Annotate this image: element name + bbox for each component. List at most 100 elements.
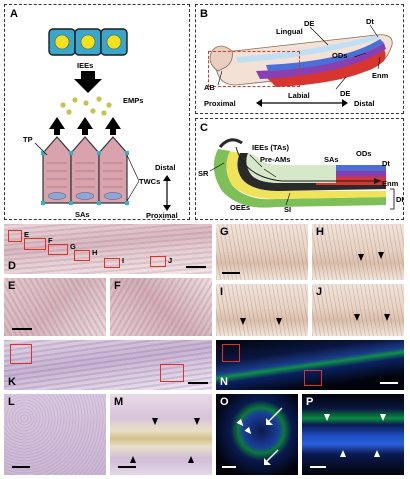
panel-o-micrograph: O [216, 394, 298, 475]
panel-n-micrograph: N [216, 340, 404, 390]
panel-d-micrograph: D E F G H I J [4, 224, 212, 274]
panel-label-n: N [220, 376, 228, 388]
panel-a-diagram [34, 28, 171, 211]
iee-cells [48, 28, 128, 56]
up-arrow-icon-1 [49, 117, 65, 135]
tp-cells [42, 136, 128, 204]
roi-label-g: G [70, 242, 76, 251]
scale-bar-d [186, 266, 206, 268]
arrowhead-icon-h2 [378, 252, 384, 259]
roi-label-f: F [48, 236, 53, 245]
panel-label-c: C [200, 122, 208, 134]
label-sr: SR [198, 169, 209, 178]
arrowhead-icon-m4 [188, 456, 194, 463]
arrowhead-icon-p3 [340, 450, 346, 457]
label-iees-tas: IEEs (TAs) [252, 143, 289, 152]
panel-label-b: B [200, 8, 208, 20]
roi-label-i: I [122, 256, 125, 265]
label-de-2: DE [340, 89, 351, 98]
panel-h-micrograph: H [312, 224, 404, 280]
panel-label-j: J [316, 286, 323, 298]
panel-g-micrograph: G [216, 224, 308, 280]
iee-nucleus-3 [106, 34, 122, 50]
arrowhead-icon-i1 [240, 318, 246, 325]
roi-label-h: H [92, 248, 98, 257]
roi-box-f [24, 238, 46, 250]
label-lingual: Lingual [276, 27, 303, 36]
panel-label-e: E [8, 280, 16, 292]
panel-label-i: I [220, 286, 224, 298]
label-proximal: Proximal [146, 211, 178, 220]
label-tp: TP [23, 135, 33, 144]
scale-bar-k [188, 382, 208, 384]
iee-nucleus-1 [54, 34, 70, 50]
scale-bar-g [222, 272, 240, 274]
roi-label-j: J [168, 256, 173, 265]
label-iees: IEEs [77, 61, 94, 70]
panel-label-o: O [220, 396, 229, 408]
scale-bar-m [118, 466, 136, 468]
label-de: DE [304, 19, 315, 28]
panel-label-m: M [114, 396, 124, 408]
panel-label-k: K [8, 376, 16, 388]
roi-label-e: E [24, 230, 30, 239]
label-distal-b: Distal [354, 99, 375, 108]
label-distal: Distal [155, 163, 176, 172]
roi-box-e [8, 230, 22, 242]
scale-bar-l [12, 466, 30, 468]
label-sas: SAs [75, 210, 90, 219]
scale-bar-n [380, 382, 398, 384]
label-emps: EMPs [123, 96, 144, 105]
arrowhead-icon-j2 [384, 314, 390, 321]
emp-particles [60, 96, 112, 116]
up-arrow-icon-3 [105, 117, 121, 135]
roi-box-i [104, 258, 120, 268]
label-proximal-b: Proximal [204, 99, 236, 108]
label-sas-c: SAs [324, 155, 339, 164]
panel-label-l: L [8, 396, 15, 408]
arrowhead-icon-m2 [194, 418, 200, 425]
panel-i-micrograph: I [216, 284, 308, 336]
arrowhead-icon-i2 [276, 318, 282, 325]
panel-k-micrograph: K [4, 340, 212, 390]
roi-box-k-left [10, 344, 32, 364]
label-dt: Dt [366, 17, 374, 26]
panel-b-diagram [209, 24, 393, 107]
label-twcs: TWCs [139, 177, 161, 186]
down-arrow-icon [74, 71, 102, 93]
panel-j-micrograph: J [312, 284, 404, 336]
roi-box-g [48, 244, 68, 255]
label-enm: Enm [372, 71, 389, 80]
label-oees: OEEs [230, 203, 251, 212]
label-ab: AB [204, 83, 215, 92]
panel-label-a: A [10, 8, 18, 20]
panel-l-micrograph: L [4, 394, 106, 475]
roi-box-k-right [160, 364, 184, 382]
label-si: SI [284, 205, 292, 214]
label-pre-ams: Pre-AMs [260, 155, 291, 164]
arrow-icon-o [264, 407, 283, 465]
roi-box-n-right [304, 370, 322, 386]
arrowhead-icon-p2 [380, 414, 386, 421]
arrowhead-icon-m3 [130, 456, 136, 463]
panel-label-d: D [8, 260, 16, 272]
panel-c-diagram [209, 138, 395, 210]
label-de-c: DE [396, 195, 403, 204]
arrowhead-icon-p1 [324, 414, 330, 421]
panel-label-g: G [220, 226, 229, 238]
arrowhead-icon-p4 [374, 450, 380, 457]
arrowhead-icon-h1 [358, 254, 364, 261]
up-arrow-icon-2 [77, 117, 93, 135]
panel-label-h: H [316, 226, 324, 238]
roi-box-n-left [222, 344, 240, 362]
scale-bar-p [310, 466, 326, 468]
roi-box-h [74, 250, 90, 261]
arrowhead-icon-j1 [354, 314, 360, 321]
panel-c: C IEEs (TAs) Pre-AMs SAs ODs Dt SR Enm O… [195, 118, 404, 220]
panel-f-micrograph: F [110, 278, 212, 336]
scale-bar-e [12, 328, 32, 330]
panel-a: A [4, 4, 190, 220]
label-ods-c: ODs [356, 149, 372, 158]
panel-label-f: F [114, 280, 121, 292]
panel-e-micrograph: E [4, 278, 106, 336]
